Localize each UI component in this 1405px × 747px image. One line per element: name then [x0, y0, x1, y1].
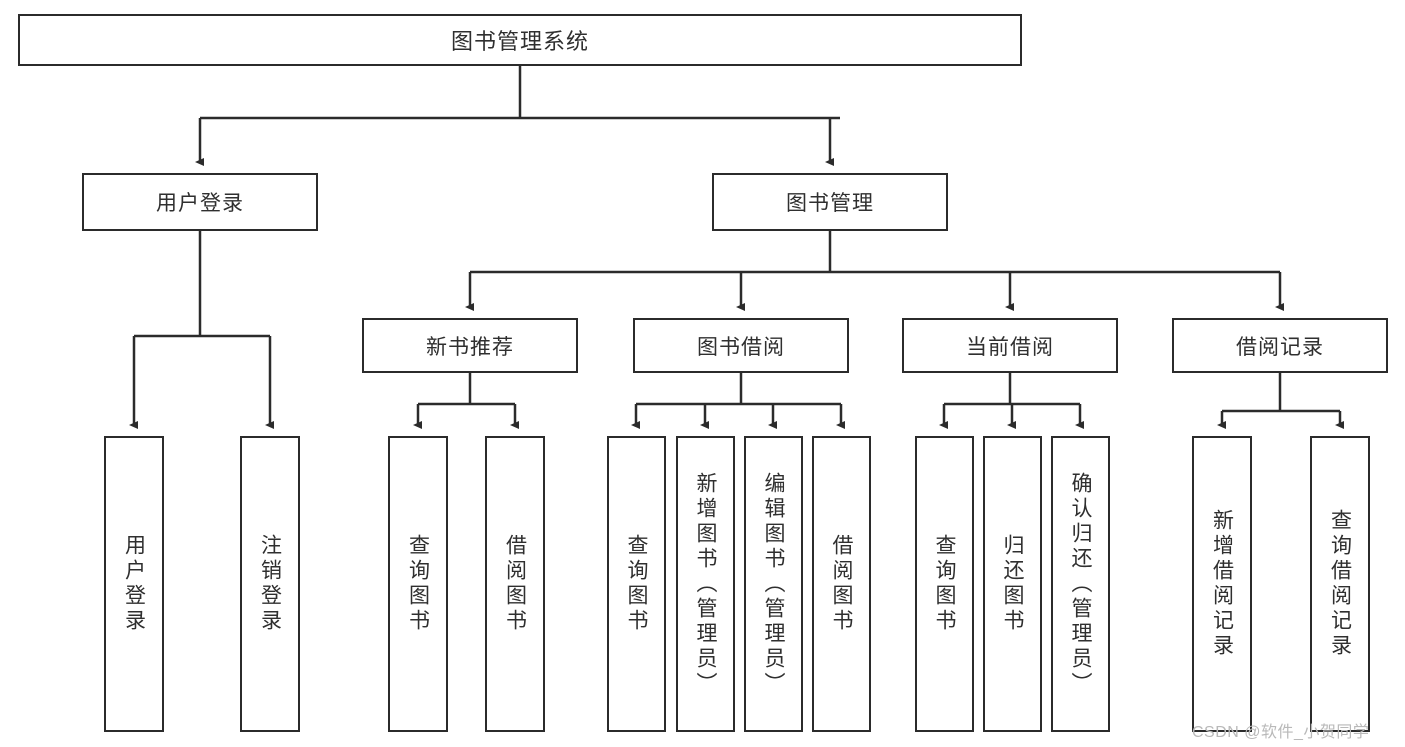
node-leaf-edit-book-label: 编辑图书（管理员） — [762, 471, 785, 697]
node-leaf-return-book-label: 归还图书 — [1001, 534, 1024, 634]
node-leaf-borrow-book-rec[interactable]: 借阅图书 — [485, 436, 545, 732]
node-user-login[interactable]: 用户登录 — [82, 173, 318, 231]
node-leaf-logout-label: 注销登录 — [258, 534, 282, 634]
node-new-book-rec[interactable]: 新书推荐 — [362, 318, 578, 373]
node-leaf-confirm-return[interactable]: 确认归还（管理员） — [1051, 436, 1110, 732]
node-book-manage-label: 图书管理 — [786, 192, 874, 215]
node-leaf-add-record-label: 新增借阅记录 — [1210, 509, 1234, 659]
node-leaf-edit-book[interactable]: 编辑图书（管理员） — [744, 436, 803, 732]
node-user-login-label: 用户登录 — [156, 192, 244, 215]
node-book-manage[interactable]: 图书管理 — [712, 173, 948, 231]
node-leaf-user-login[interactable]: 用户登录 — [104, 436, 164, 732]
node-borrow-record[interactable]: 借阅记录 — [1172, 318, 1388, 373]
node-current-borrow-label: 当前借阅 — [966, 335, 1054, 359]
node-leaf-logout[interactable]: 注销登录 — [240, 436, 300, 732]
watermark: CSDN @软件_小贺同学 — [1192, 724, 1370, 741]
node-leaf-return-book[interactable]: 归还图书 — [983, 436, 1042, 732]
node-borrow-record-label: 借阅记录 — [1236, 335, 1324, 359]
node-new-book-rec-label: 新书推荐 — [426, 335, 514, 359]
node-leaf-query-record[interactable]: 查询借阅记录 — [1310, 436, 1370, 732]
node-leaf-borrow-book-bb-label: 借阅图书 — [830, 534, 853, 634]
node-leaf-query-book-rec-label: 查询图书 — [406, 534, 430, 634]
node-leaf-query-book-bb-label: 查询图书 — [625, 534, 648, 634]
node-leaf-query-book-rec[interactable]: 查询图书 — [388, 436, 448, 732]
node-leaf-add-record[interactable]: 新增借阅记录 — [1192, 436, 1252, 732]
node-current-borrow[interactable]: 当前借阅 — [902, 318, 1118, 373]
node-leaf-borrow-book-bb[interactable]: 借阅图书 — [812, 436, 871, 732]
node-leaf-user-login-label: 用户登录 — [122, 534, 146, 634]
node-book-borrow[interactable]: 图书借阅 — [633, 318, 849, 373]
node-root[interactable]: 图书管理系统 — [18, 14, 1022, 66]
node-leaf-add-book[interactable]: 新增图书（管理员） — [676, 436, 735, 732]
node-book-borrow-label: 图书借阅 — [697, 335, 785, 359]
node-leaf-query-book-cb[interactable]: 查询图书 — [915, 436, 974, 732]
node-root-label: 图书管理系统 — [450, 29, 589, 54]
node-leaf-query-book-bb[interactable]: 查询图书 — [607, 436, 666, 732]
node-leaf-query-book-cb-label: 查询图书 — [933, 534, 956, 634]
node-leaf-confirm-return-label: 确认归还（管理员） — [1069, 471, 1092, 697]
node-leaf-query-record-label: 查询借阅记录 — [1328, 509, 1352, 659]
node-leaf-borrow-book-rec-label: 借阅图书 — [503, 534, 527, 634]
node-leaf-add-book-label: 新增图书（管理员） — [694, 471, 717, 697]
